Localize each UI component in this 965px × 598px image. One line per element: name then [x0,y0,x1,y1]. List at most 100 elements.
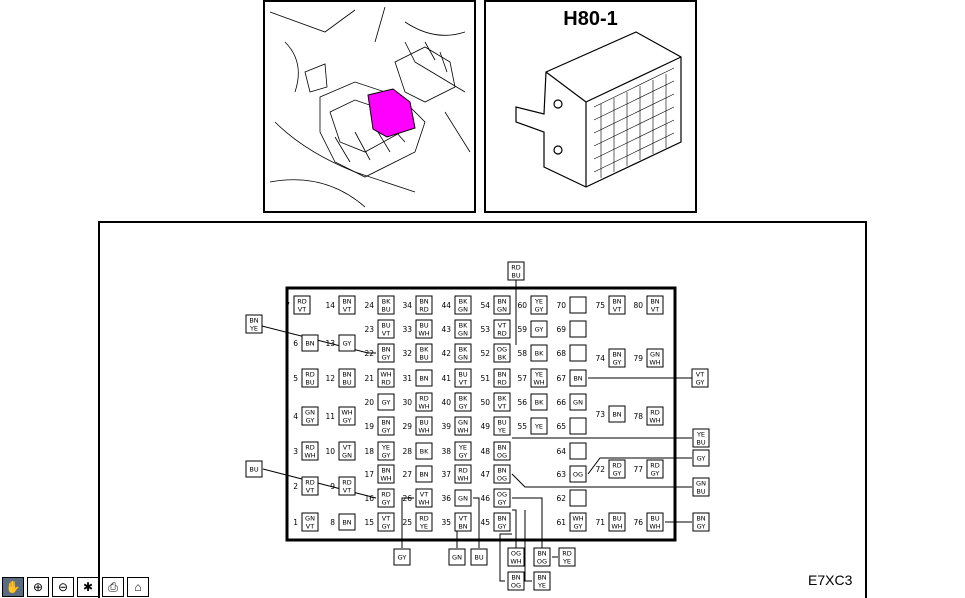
wire-color-bottom: GY [459,403,468,411]
pin-number: 17 [364,470,374,479]
wire-color-top: GN [305,409,315,417]
wire-color-top: VT [382,515,390,523]
wire-color-top: BN [650,298,659,306]
pin-number: 51 [480,374,490,383]
pin-number: 35 [441,518,451,527]
wire-color-top: YE [534,371,543,379]
external-label-9: GY [393,548,411,566]
connector-title: H80-1 [563,8,618,30]
wire-color-top: RD [305,444,315,452]
home-icon[interactable]: ⌂ [127,577,149,597]
pin-number: 22 [364,349,374,358]
wire-color-top: BN [511,574,520,582]
pin-number: 71 [595,518,605,527]
wire-color: GY [697,455,706,463]
wire-color-bottom: GY [697,523,706,531]
wire-color-top: BN [419,298,428,306]
wire-color-top: VT [420,491,428,499]
pin-number: 65 [556,422,566,431]
wire-2 [253,323,376,354]
wire-color: BN [419,471,428,479]
wire-color-bottom: GY [459,452,468,460]
pin-number: 34 [402,301,412,310]
wire-color-top: YE [534,298,543,306]
wire-color-top: RD [342,479,352,487]
zoom-out-icon[interactable]: ⊖ [52,577,74,597]
external-label-5: GY [692,449,710,467]
hand-pointer-icon[interactable]: ✋ [2,577,24,597]
print-icon[interactable]: ⎙ [102,577,124,597]
wire-color-bottom: OG [537,558,547,566]
pin-number: 60 [517,301,527,310]
wire-color-bottom: GY [343,417,352,425]
wire-color-bottom: BU [381,306,390,314]
pin-number: 54 [480,301,490,310]
pin-number: 11 [325,412,335,421]
pin-number: 5 [293,374,298,383]
wire-color-top: BU [458,371,467,379]
pin-number: 73 [595,410,605,419]
wire-color-top: OG [511,550,521,558]
pin-number: 75 [595,301,605,310]
wire-color: BN [419,375,428,383]
zoom-in-icon[interactable]: ⊕ [27,577,49,597]
wire-13 [512,497,543,548]
wire-color-top: GN [696,480,706,488]
figure-code: E7XC3 [808,572,853,588]
pin-number: 48 [480,447,490,456]
pin-number: 80 [633,301,643,310]
pin-number: 63 [556,470,566,479]
pin-number: 76 [633,518,643,527]
pin-number: 14 [325,301,335,310]
wire-color: GY [382,399,391,407]
pin-number: 33 [402,325,412,334]
pin-number: 74 [595,354,605,363]
wire-color-top: BN [497,467,506,475]
wire-color-top: VT [459,515,467,523]
wire-color: BN [612,411,621,419]
cursor-select-icon[interactable]: ✱ [77,577,99,597]
wire-color-top: BN [497,298,506,306]
pin-number: 70 [556,301,566,310]
wire-color-top: BN [381,467,390,475]
wire-color-top: GN [650,351,660,359]
wire-color-top: BN [537,574,546,582]
wire-color-top: BN [537,550,546,558]
wire-color-bottom: GY [382,354,391,362]
wire-color-bottom: BN [458,523,467,531]
wire-color: BK [420,448,429,456]
pin-number: 47 [480,470,490,479]
wire-color-top: OG [497,346,507,354]
wire-color-bottom: WH [418,427,429,435]
wire-color-bottom: BU [511,272,520,280]
pin-65-box [569,417,587,435]
pin-31-box: BN [415,369,433,387]
wire-color-bottom: GY [574,523,583,531]
